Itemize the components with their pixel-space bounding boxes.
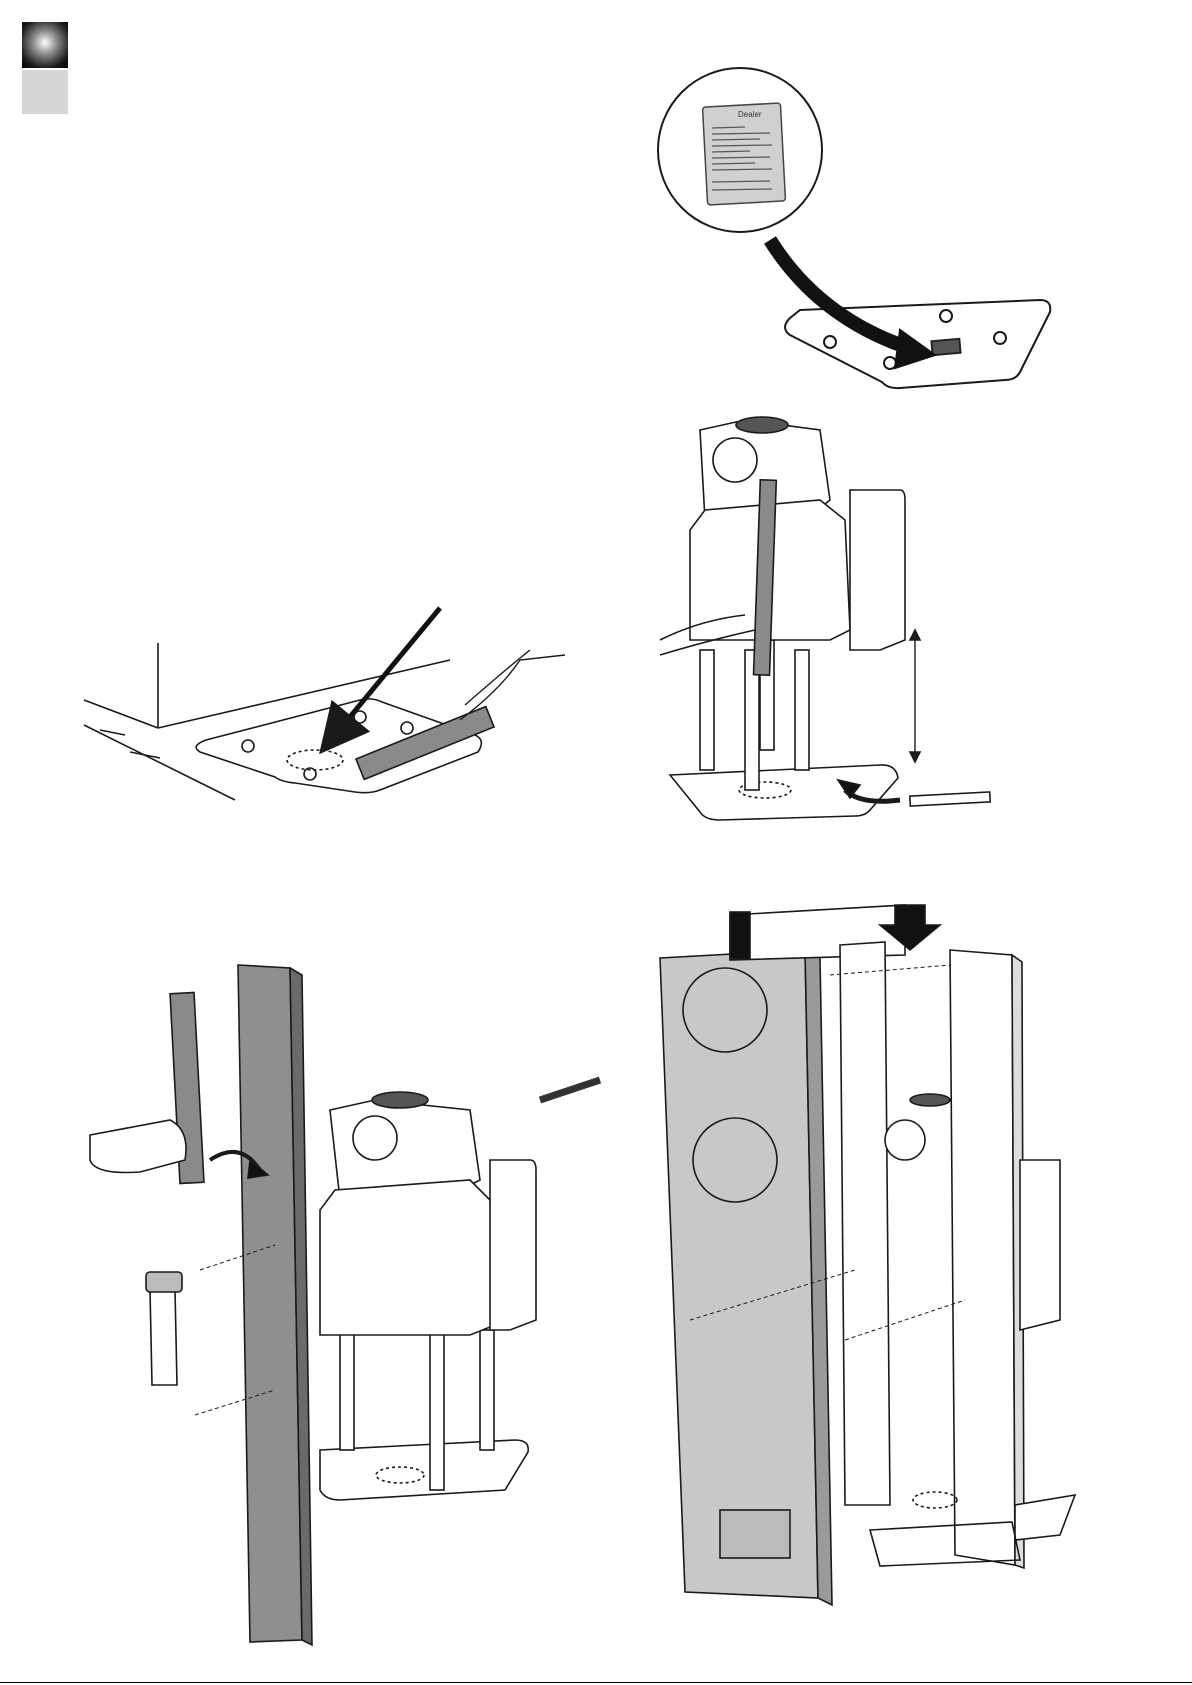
plate-title: Dealer [738, 110, 762, 119]
panel-assembly-illustration [660, 905, 1075, 1605]
data-plate-illustration: Dealer [658, 68, 1050, 388]
unit-leveling-illustration [660, 417, 990, 820]
page-bottom-rule [0, 1682, 1192, 1683]
rail-mounting-illustration [90, 965, 600, 1645]
floor-level-illustration [84, 608, 565, 800]
